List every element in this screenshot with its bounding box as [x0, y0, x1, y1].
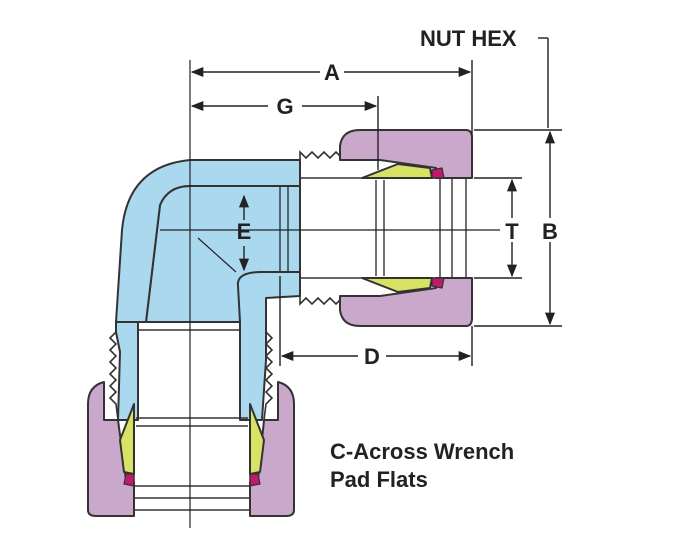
dimension-d: [279, 276, 473, 366]
vertical-back-ferrule-right: [249, 473, 261, 487]
dimension-a: [190, 60, 473, 136]
vertical-threads-left: [108, 331, 119, 421]
label-a: A: [324, 60, 340, 85]
dimension-t: [474, 177, 522, 279]
elbow-outer-curve: [115, 159, 301, 323]
vertical-tube: [133, 321, 251, 516]
center-lines: [160, 60, 500, 528]
caption-line-2: Pad Flats: [330, 467, 428, 492]
label-g: G: [276, 94, 293, 119]
label-b: B: [542, 219, 558, 244]
caption: C-Across Wrench Pad Flats: [330, 438, 514, 494]
vertical-back-ferrule-left: [123, 473, 135, 487]
elbow-inner-leg: [236, 271, 301, 421]
label-d: D: [364, 344, 380, 369]
vertical-threads-right: [263, 331, 274, 421]
label-nut-hex: NUT HEX: [420, 26, 517, 51]
dimension-b: [474, 129, 562, 327]
horizontal-tube: [279, 177, 470, 279]
horizontal-ferrule-top: [361, 163, 433, 179]
horizontal-back-ferrule-top: [431, 167, 445, 179]
caption-line-1: C-Across Wrench: [330, 439, 515, 464]
nut-hex-leader: [538, 37, 549, 128]
label-e: E: [237, 219, 252, 244]
horizontal-back-ferrule-bottom: [431, 277, 445, 289]
label-t: T: [505, 219, 519, 244]
horizontal-ferrule-bottom: [361, 277, 433, 293]
dimension-g: [190, 96, 379, 170]
